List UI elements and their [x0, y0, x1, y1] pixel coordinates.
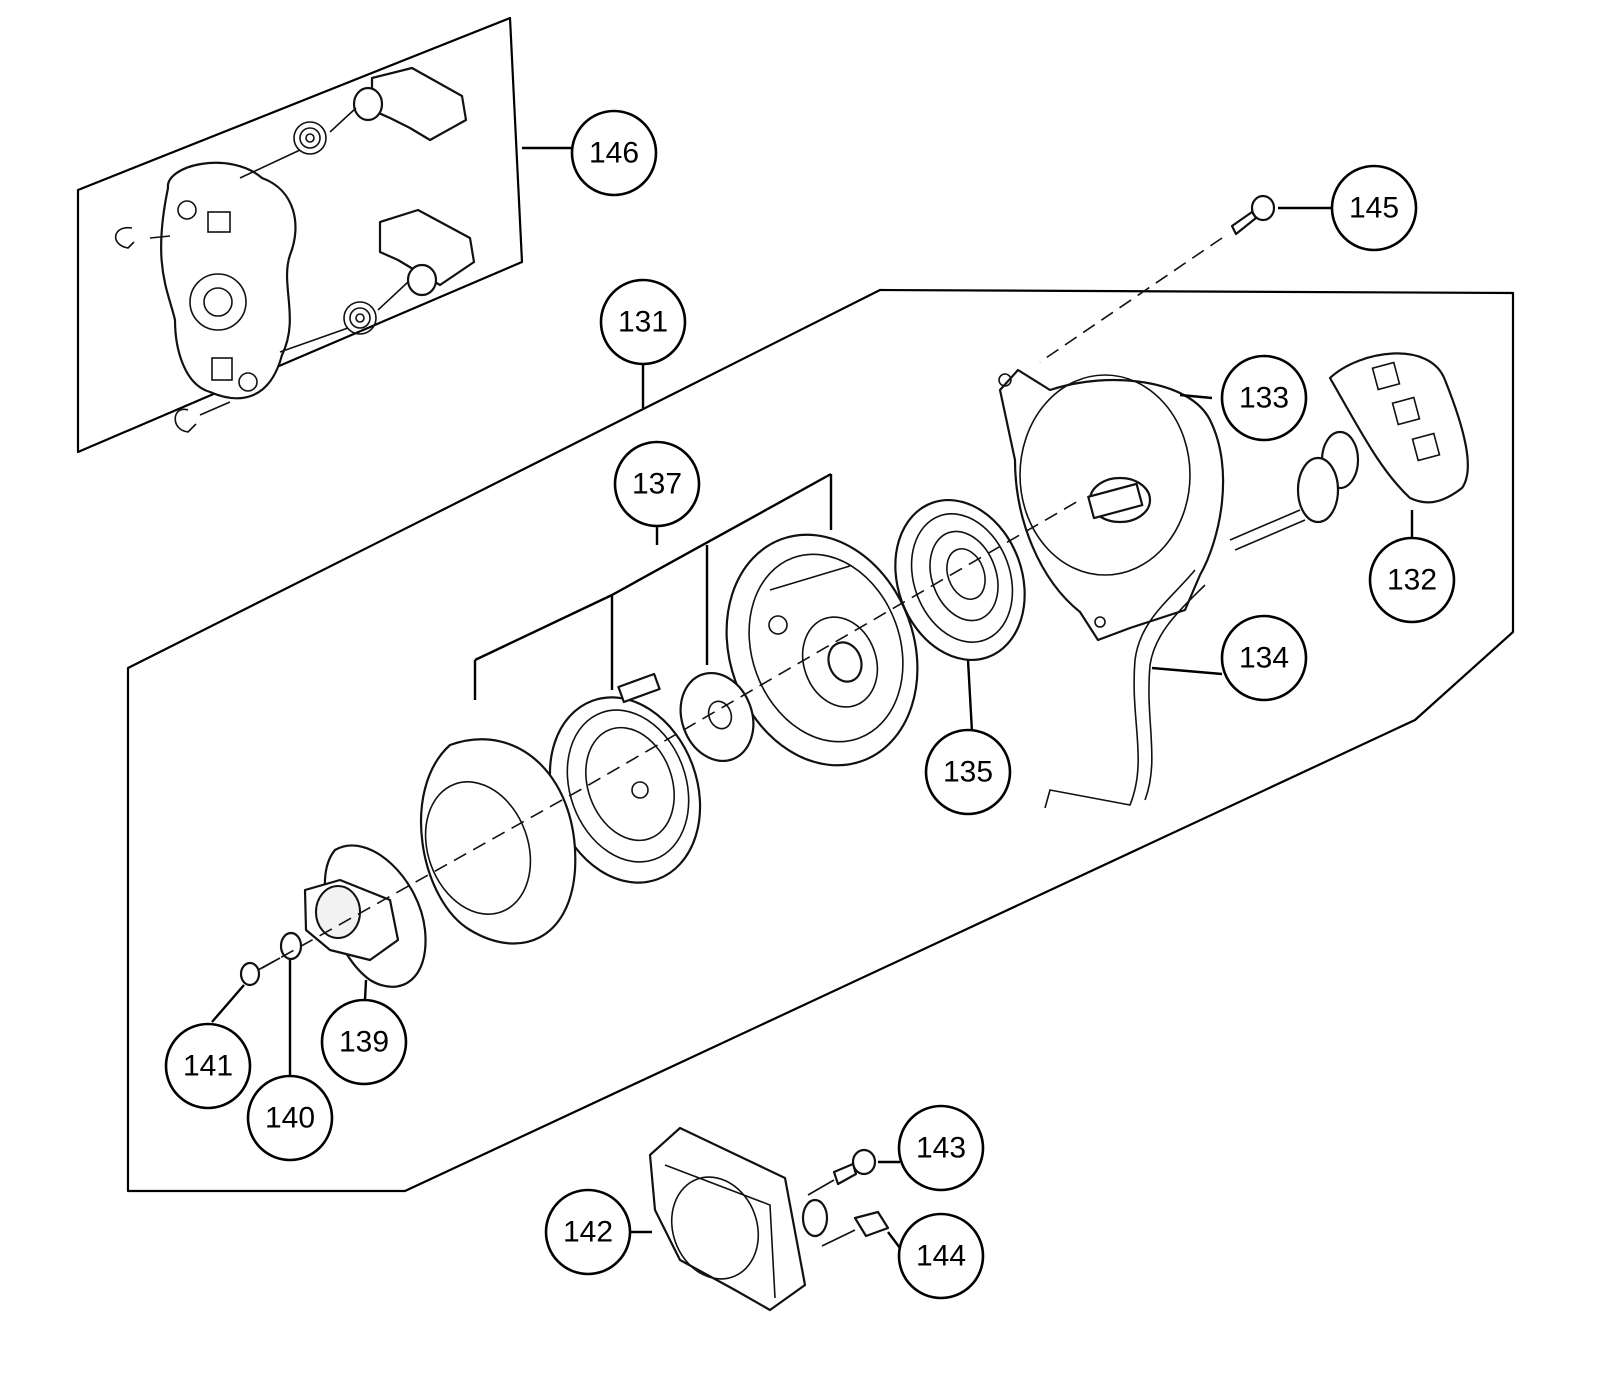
part-137-plate — [420, 738, 577, 945]
callout-137-bracket — [473, 472, 833, 700]
callout-132-label: 132 — [1387, 564, 1437, 597]
part-133-housing — [998, 368, 1225, 642]
callout-142-label: 142 — [563, 1216, 613, 1249]
callout-135: 135 — [924, 728, 1012, 816]
callout-134-label: 134 — [1239, 642, 1289, 675]
part-139-pulley — [303, 844, 427, 988]
callout-132: 132 — [1368, 536, 1456, 624]
leader-lines — [211, 146, 1414, 1257]
callout-137-label: 137 — [632, 468, 682, 501]
part-146-pawl-top — [370, 66, 468, 142]
part-145-screw — [1039, 194, 1276, 363]
callout-140: 140 — [246, 1074, 334, 1162]
assembly-131-outline — [126, 288, 1515, 1193]
callout-143: 143 — [897, 1104, 985, 1192]
callout-141: 141 — [164, 1022, 252, 1110]
part-132-handle — [1229, 352, 1469, 551]
part-146-spring-top — [293, 121, 327, 155]
part-146-plate — [160, 161, 297, 400]
callout-140-label: 140 — [265, 1102, 315, 1135]
assembly-146-box — [76, 16, 524, 454]
callout-133-label: 133 — [1239, 382, 1289, 415]
callout-142: 142 — [544, 1188, 632, 1276]
callout-139-label: 139 — [339, 1026, 389, 1059]
callout-135-label: 135 — [943, 756, 993, 789]
assembly-146-outline — [76, 16, 524, 454]
callout-146: 146 — [570, 109, 658, 197]
part-146-spring-bottom — [343, 301, 377, 335]
callout-143-label: 143 — [916, 1132, 966, 1165]
callout-131-label: 131 — [618, 306, 668, 339]
part-141-screw — [239, 957, 281, 987]
callout-137: 137 — [613, 440, 701, 528]
callout-131: 131 — [599, 278, 687, 366]
assembly-axis — [261, 499, 1081, 969]
callout-139: 139 — [320, 998, 408, 1086]
part-146-pawl-bottom — [378, 208, 476, 287]
part-134-rope — [1044, 569, 1206, 809]
part-142-adapter — [648, 1126, 829, 1312]
part-146-clip-top — [114, 227, 135, 249]
callout-145: 145 — [1330, 164, 1418, 252]
part-143-bolt — [807, 1148, 877, 1196]
part-144-nut — [821, 1210, 890, 1247]
part-137-ratchet — [548, 672, 702, 884]
callout-134: 134 — [1220, 614, 1308, 702]
part-146-clip-bottom — [174, 408, 197, 433]
callout-144-label: 144 — [916, 1240, 966, 1273]
callout-133: 133 — [1220, 354, 1308, 442]
callout-141-label: 141 — [183, 1050, 233, 1083]
callout-146-label: 146 — [589, 137, 639, 170]
callout-145-label: 145 — [1349, 192, 1399, 225]
callout-144: 144 — [897, 1212, 985, 1300]
